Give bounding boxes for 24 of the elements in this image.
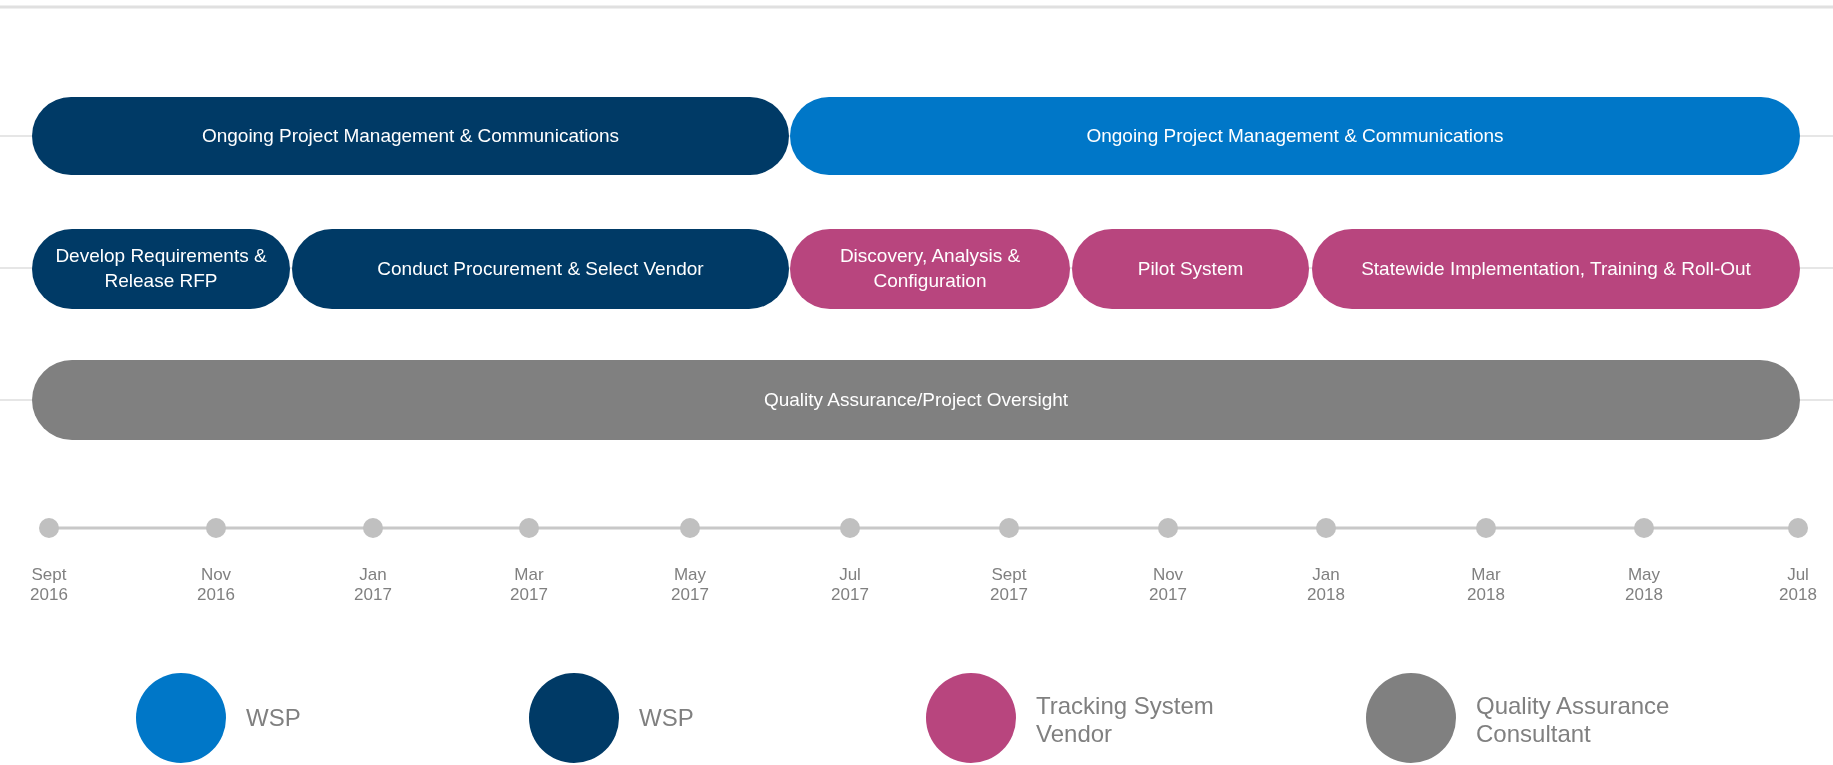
legend-label: Quality Assurance Consultant — [1476, 692, 1671, 748]
phase-bar: Discovery, Analysis & Configuration — [790, 229, 1070, 309]
phase-bar: Ongoing Project Management & Communications — [32, 97, 789, 175]
legend-label: WSP — [246, 704, 302, 732]
legend-label: WSP — [639, 704, 695, 732]
date-label: Sept 2016 — [29, 565, 69, 606]
date-label: Mar 2017 — [509, 565, 549, 606]
date-label: Mar 2018 — [1466, 565, 1506, 606]
date-label: Sept 2017 — [989, 565, 1029, 606]
date-label: May 2018 — [1624, 565, 1664, 606]
date-label: Jul 2018 — [1778, 565, 1818, 606]
phase-bar: Pilot System — [1072, 229, 1309, 309]
legend-label: Tracking System Vendor — [1036, 692, 1215, 748]
date-label: Nov 2016 — [196, 565, 236, 606]
phase-bar: Quality Assurance/Project Oversight — [32, 360, 1800, 440]
phase-bar: Ongoing Project Management & Communications — [790, 97, 1800, 175]
date-label: May 2017 — [670, 565, 710, 606]
date-label: Jan 2017 — [353, 565, 393, 606]
date-label: Jan 2018 — [1306, 565, 1346, 606]
phase-bar: Develop Requirements & Release RFP — [32, 229, 290, 309]
date-label: Nov 2017 — [1148, 565, 1188, 606]
phase-bar: Statewide Implementation, Training & Roll-Out — [1312, 229, 1800, 309]
phase-bar: Conduct Procurement & Select Vendor — [292, 229, 789, 309]
date-label: Jul 2017 — [830, 565, 870, 606]
